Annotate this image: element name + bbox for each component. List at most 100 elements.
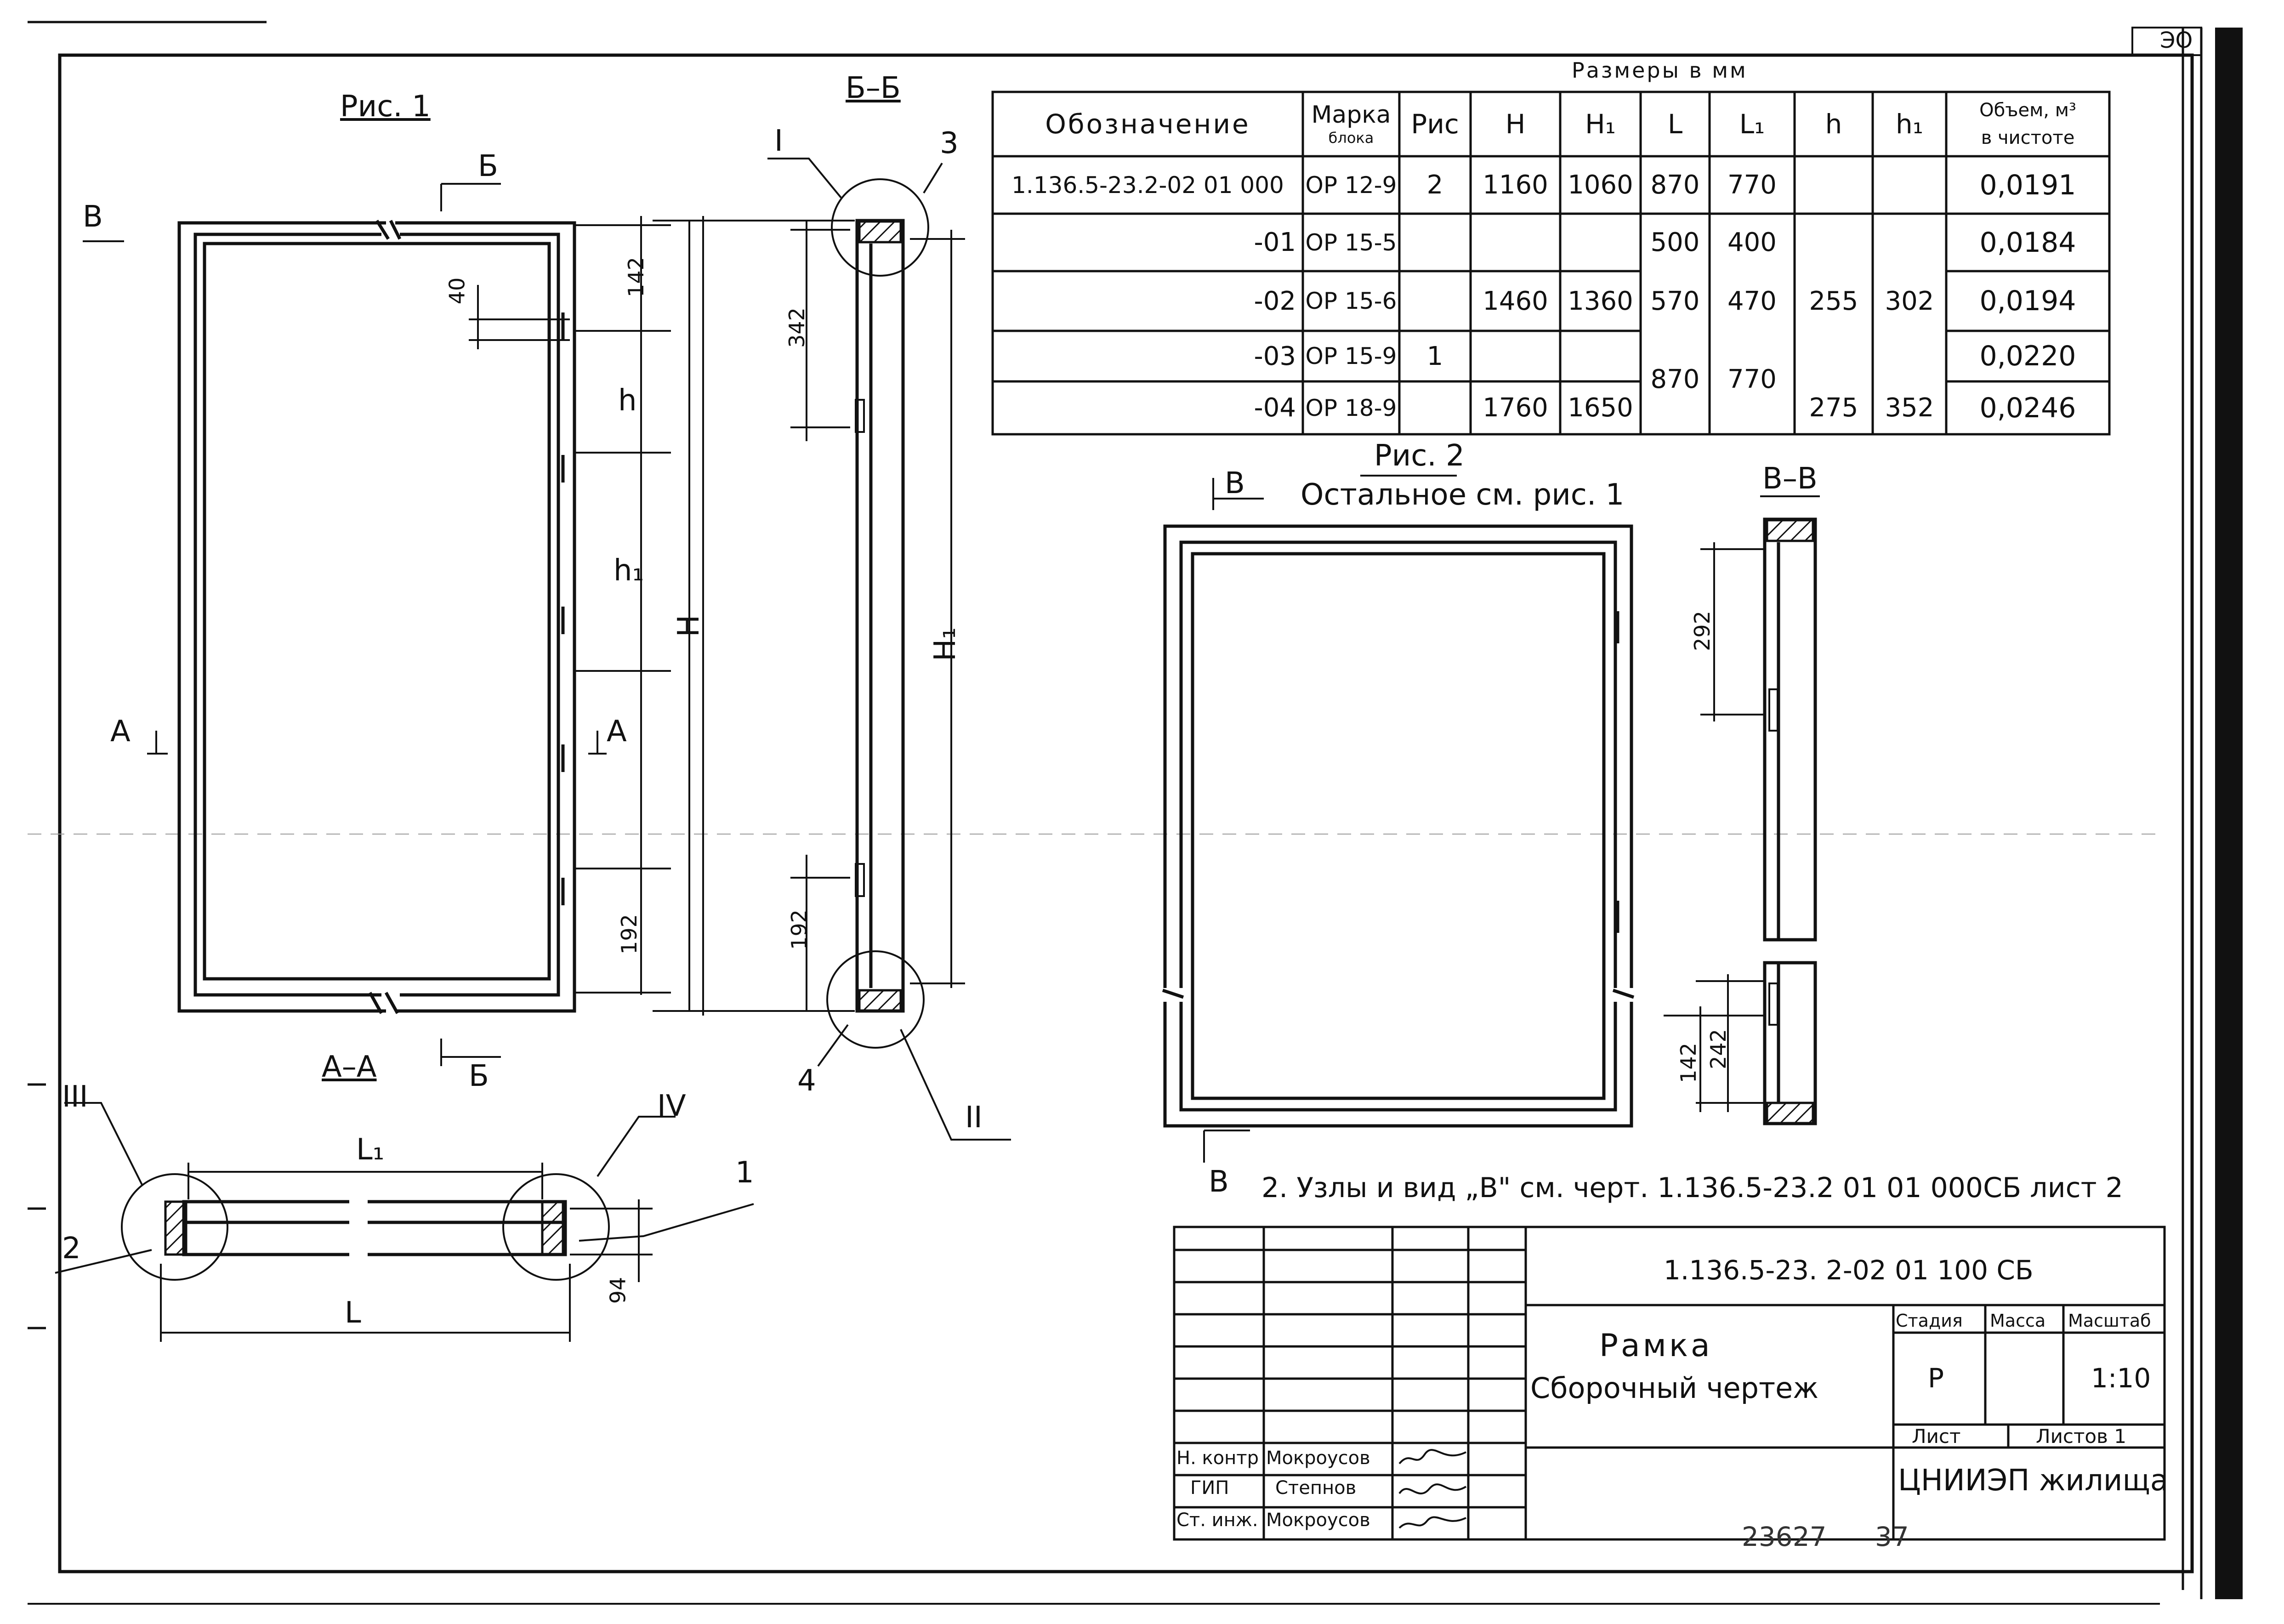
callout-1: 1 [735, 1156, 754, 1190]
fig2-dim-142: 142 [1676, 1043, 1701, 1083]
table-cell-h1: 352 [1885, 393, 1934, 423]
table-cell-volume: 0,0184 [1979, 226, 2076, 259]
table-cell-volume: 0,0194 [1979, 285, 2076, 317]
fig1-view-v: В [83, 200, 103, 234]
th-volume: Объем, м³ [1979, 100, 2076, 121]
drawing-code: 1.136.5-23. 2-02 01 100 СБ [1664, 1255, 2034, 1286]
fig1-dimensions [83, 183, 699, 1066]
fig1-dim-h: h [618, 384, 637, 418]
table-cell-H: 1760 [1483, 393, 1548, 423]
section-aa-title: А–А [322, 1050, 377, 1084]
table-cell-designation: -01 [1254, 227, 1296, 257]
fig1-dim-40: 40 [444, 277, 470, 305]
fig2-title: Рис. 2 [1374, 439, 1465, 473]
table-cell-L: 870 [1650, 170, 1700, 200]
fig1-dim-h1: h₁ [614, 554, 644, 588]
table-cell-mark: ОР 18-9 [1305, 394, 1397, 421]
callout-2: 2 [62, 1232, 81, 1266]
table-cell-H1: 1650 [1568, 393, 1633, 423]
th-designation: Обозначение [1045, 108, 1250, 140]
table-cell-H: 1460 [1483, 286, 1548, 316]
fig2-view-v-bottom: В [1209, 1165, 1229, 1199]
section-aa-detail [164, 1200, 567, 1256]
mass-label: Масса [1990, 1311, 2046, 1331]
table-cell-h: 275 [1809, 393, 1858, 423]
table-grid [991, 91, 2111, 436]
page-number-box [2131, 27, 2202, 56]
fig2-subtitle: Остальное см. рис. 1 [1301, 478, 1625, 512]
section-aa-dim-L: L [345, 1296, 361, 1330]
table-cell-h1: 302 [1885, 286, 1934, 316]
archive-number: 23627 [1742, 1521, 1827, 1552]
archive-page: 37 [1875, 1521, 1909, 1552]
section-bb-dim-H1: H₁ [928, 627, 962, 661]
table-cell-fig: 1 [1426, 341, 1443, 371]
table-cell-H: 1160 [1483, 170, 1548, 200]
table-cell-L1: 400 [1727, 227, 1777, 257]
fig1-dim-192: 192 [616, 914, 642, 954]
fig1-dim-H: H [672, 614, 706, 637]
table-cell-mark: ОР 15-9 [1305, 343, 1397, 369]
fig1-cut-a-right: А [607, 715, 627, 749]
fig1-cut-b: Б [478, 149, 498, 183]
scale-value: 1:10 [2091, 1363, 2151, 1394]
table-cell-L: 870 [1650, 364, 1700, 394]
table-caption: Размеры в мм [1572, 58, 1748, 83]
table-cell-H1: 1060 [1568, 170, 1633, 200]
outer-border [58, 53, 2194, 1573]
signature-3 [1398, 1516, 1466, 1529]
sheets-label: Листов 1 [2036, 1425, 2126, 1448]
th-mark-sub: блока [1328, 129, 1374, 147]
name-3: Мокроусов [1266, 1510, 1370, 1531]
section-aa-dim-L1: L₁ [356, 1133, 385, 1167]
table-cell-volume: 0,0220 [1979, 340, 2076, 372]
table-cell-mark: ОР 12-9 [1305, 171, 1397, 199]
callout-4: 4 [797, 1064, 816, 1098]
fig2-dim-292: 292 [1689, 611, 1715, 651]
fig1-dim-142: 142 [623, 257, 648, 297]
fig2-view-v-top: В [1225, 466, 1245, 500]
section-bb-dim-342: 342 [784, 307, 809, 348]
fig1-frame [177, 220, 576, 1014]
th-L: L [1667, 108, 1683, 140]
callout-II: II [965, 1101, 983, 1135]
table-cell-designation: -04 [1254, 393, 1296, 423]
th-h1: h₁ [1895, 108, 1923, 140]
scale-label: Масштаб [2068, 1311, 2151, 1331]
table-cell-H1: 1360 [1568, 286, 1633, 316]
table-cell-mark: ОР 15-5 [1305, 229, 1397, 256]
title-block-grid [1173, 1226, 2166, 1541]
section-bb-profile [855, 219, 905, 1013]
th-volume-sub: в чистоте [1981, 127, 2075, 148]
th-L1: L₁ [1739, 108, 1765, 140]
th-mark: Марка [1311, 101, 1391, 129]
th-H1: H₁ [1585, 108, 1616, 140]
role-3: Ст. инж. [1176, 1510, 1258, 1531]
table-cell-L1: 470 [1727, 286, 1777, 316]
table-cell-L1: 770 [1727, 170, 1777, 200]
sheet-label: Лист [1912, 1425, 1961, 1448]
table-cell-volume: 0,0191 [1979, 169, 2076, 201]
section-vv-title: В–В [1762, 462, 1818, 496]
drawing-name-2: Сборочный чертеж [1530, 1371, 1819, 1405]
role-2: ГИП [1190, 1477, 1229, 1499]
signature-1 [1398, 1449, 1466, 1465]
signature-2 [1398, 1483, 1467, 1494]
fig1-cut-a-left: А [110, 715, 131, 749]
table-cell-fig: 2 [1426, 170, 1443, 200]
stage-label: Стадия [1896, 1311, 1963, 1331]
name-2: Степнов [1275, 1477, 1357, 1499]
section-bb-dim-192: 192 [786, 909, 812, 950]
callout-IV: IV [657, 1089, 686, 1123]
table-cell-designation: -03 [1254, 341, 1296, 371]
fig2-dim-242: 242 [1705, 1029, 1731, 1069]
callout-3: 3 [940, 126, 959, 160]
callout-III: III [62, 1080, 88, 1114]
section-aa-dim-94: 94 [605, 1277, 631, 1304]
stage-value: Р [1928, 1363, 1944, 1394]
table-cell-designation: 1.136.5-23.2-02 01 000 [1011, 171, 1284, 199]
section-bb-callouts [689, 158, 1011, 1141]
table-cell-L1: 770 [1727, 364, 1777, 394]
